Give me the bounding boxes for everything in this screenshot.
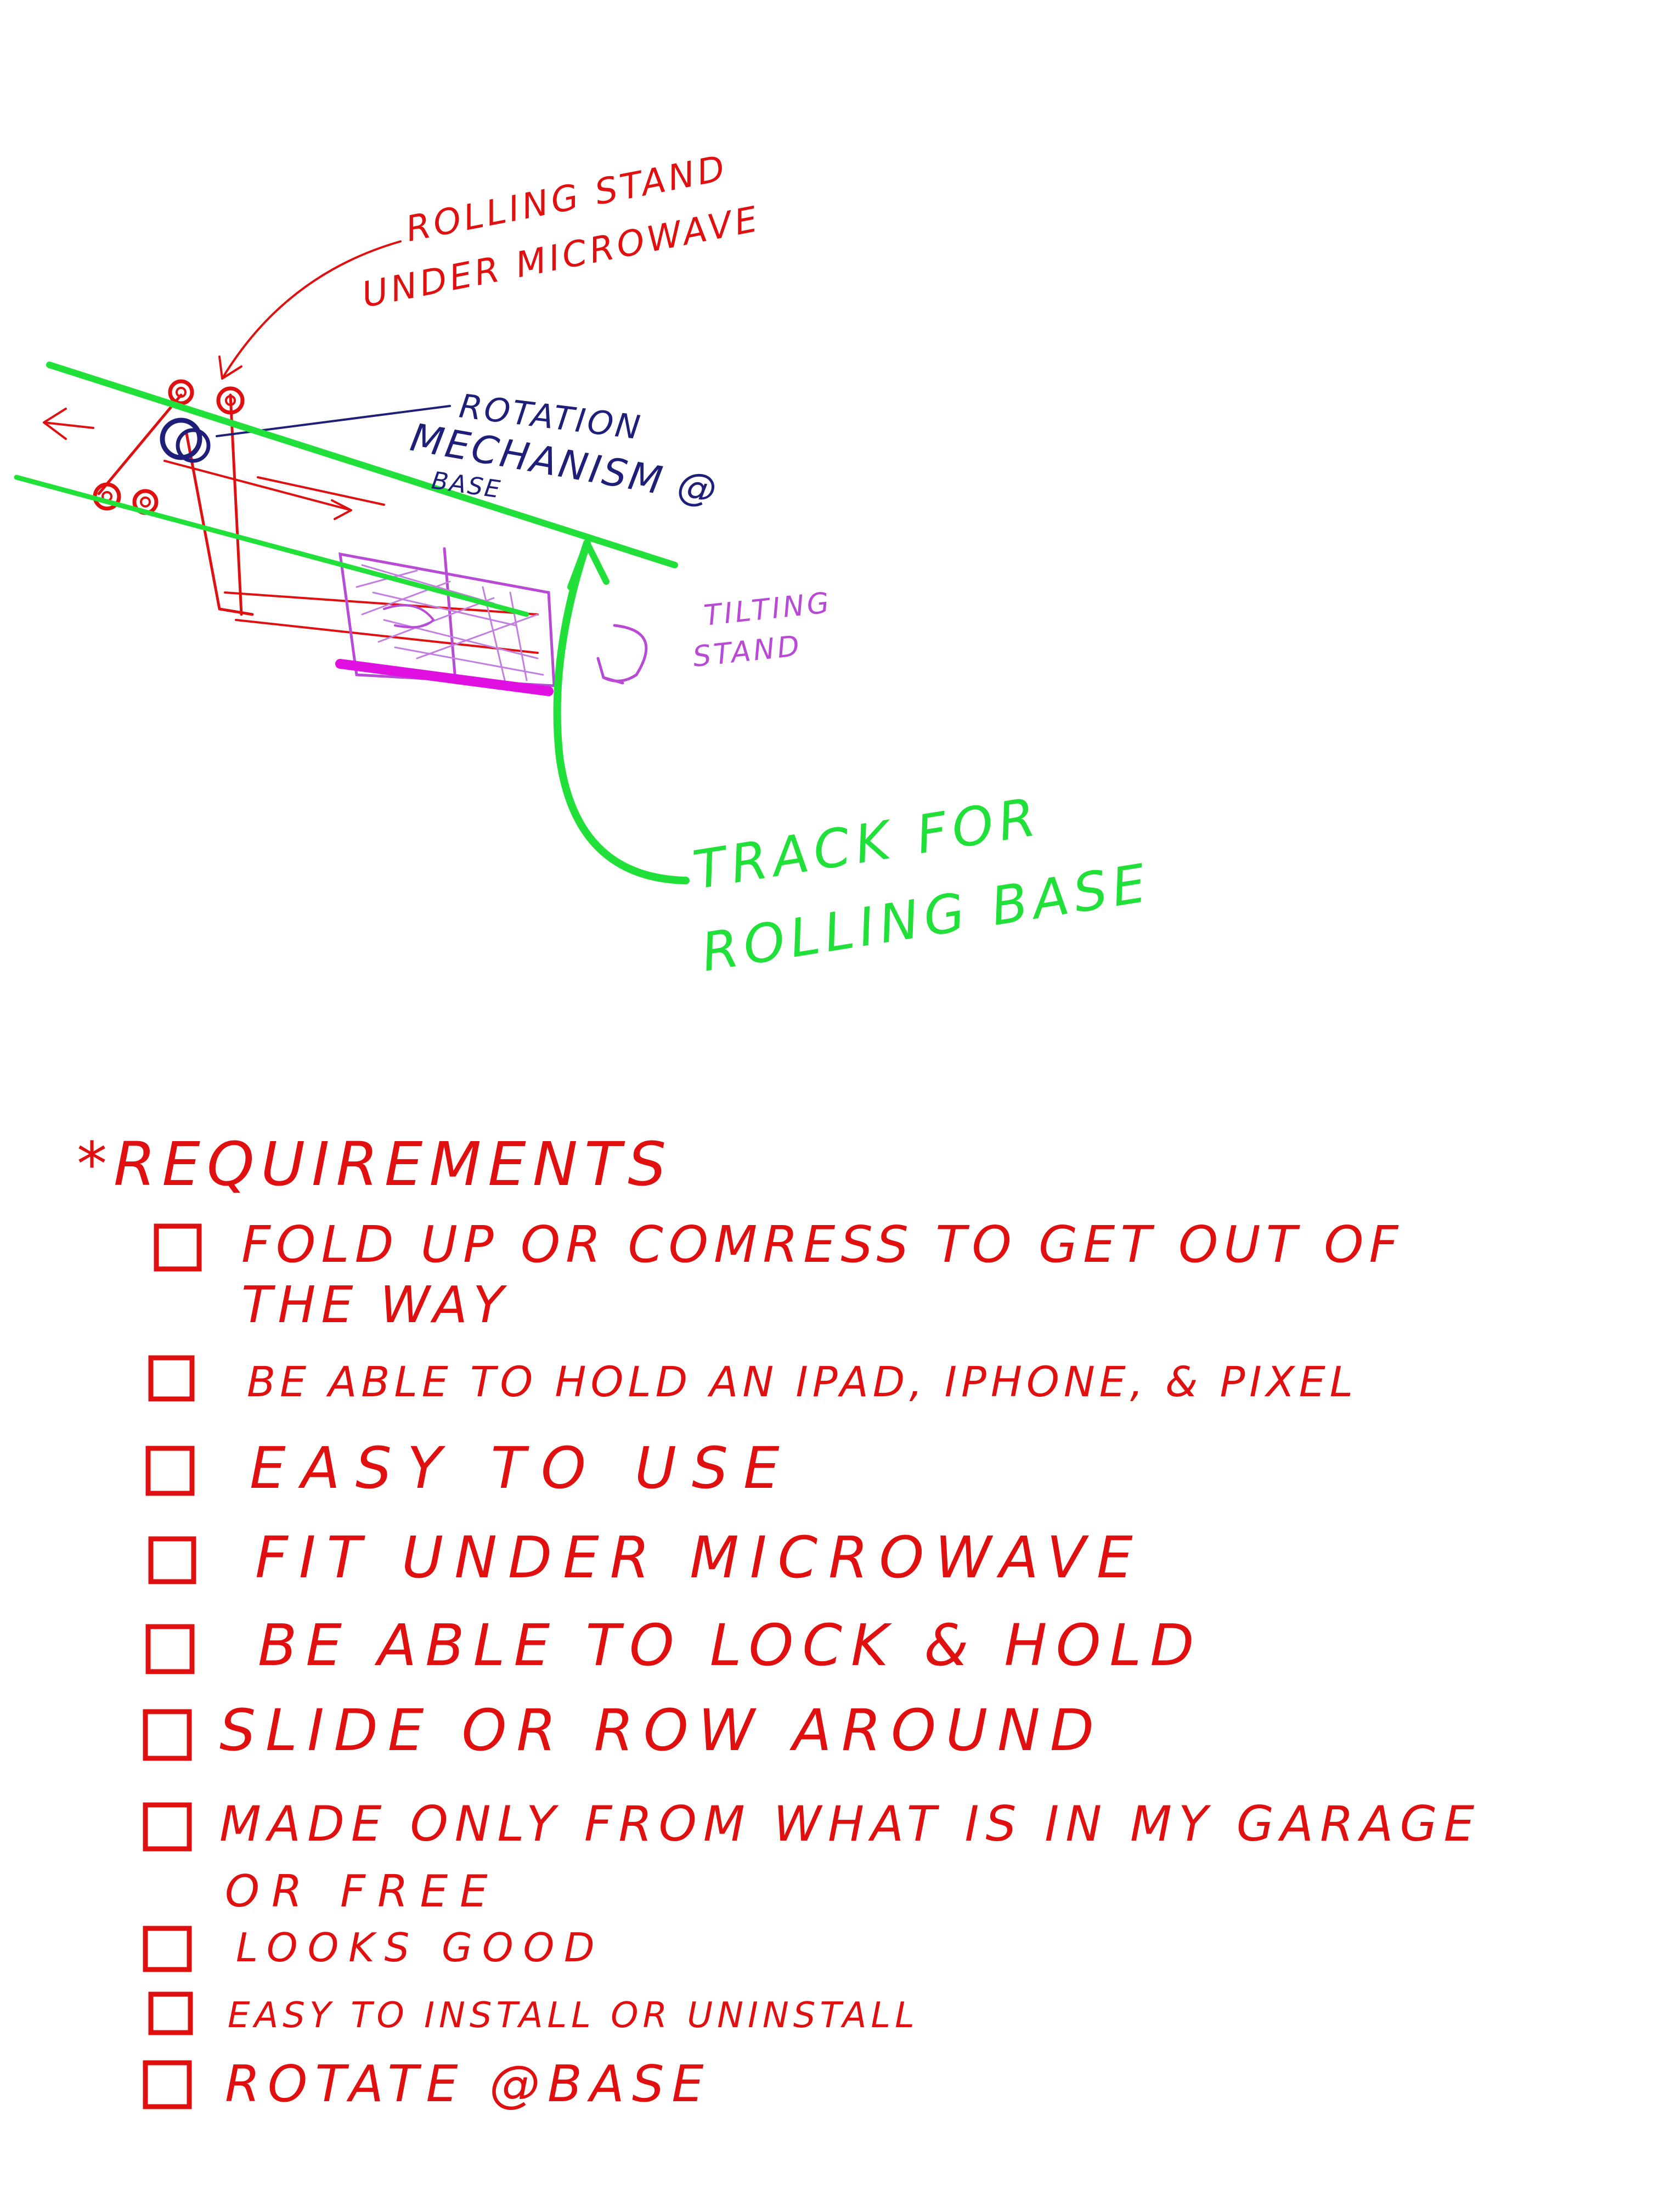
requirement-item: BE ABLE TO LOCK & HOLD bbox=[145, 1612, 1203, 1679]
stand-frame-drawing bbox=[43, 379, 539, 654]
requirement-item: SLIDE OR ROW AROUND bbox=[143, 1697, 1104, 1764]
requirements-list: *REQUIREMENTS FOLD UP OR COMRESS TO GET … bbox=[77, 1129, 1481, 2113]
requirement-text: FOLD UP OR COMRESS TO GET OUT OF bbox=[241, 1215, 1403, 1274]
rotation-mechanism-label: ROTATION MECHANISM @ BASE bbox=[407, 387, 722, 513]
checkbox-icon[interactable] bbox=[154, 1223, 202, 1272]
checkbox-icon[interactable] bbox=[143, 2060, 192, 2109]
requirement-text-continued: THE WAY bbox=[241, 1276, 509, 1334]
requirement-item: ROTATE @BASE bbox=[143, 2055, 711, 2113]
svg-text:TILTING: TILTING bbox=[702, 586, 833, 633]
requirement-text-continued: OR FREE bbox=[225, 1866, 500, 1917]
requirement-text: SLIDE OR ROW AROUND bbox=[219, 1697, 1104, 1764]
requirement-text: EASY TO USE bbox=[250, 1435, 795, 1502]
checkbox-icon[interactable] bbox=[143, 1802, 192, 1852]
requirement-item: FIT UNDER MICROWAVE bbox=[148, 1524, 1144, 1591]
checkbox-icon[interactable] bbox=[145, 1624, 195, 1674]
requirement-text: BE ABLE TO HOLD AN IPAD, IPHONE, & PIXEL bbox=[247, 1357, 1357, 1406]
svg-text:STAND: STAND bbox=[691, 629, 804, 674]
tilting-stand-drawing bbox=[335, 547, 648, 696]
requirement-text: FIT UNDER MICROWAVE bbox=[255, 1524, 1144, 1591]
checkbox-icon[interactable] bbox=[148, 1991, 193, 2035]
checkbox-icon[interactable] bbox=[143, 1926, 192, 1972]
requirement-item: MADE ONLY FROM WHAT IS IN MY GARAGE OR F… bbox=[143, 1796, 1481, 1917]
requirement-text: ROTATE @BASE bbox=[225, 2055, 711, 2113]
requirements-heading: *REQUIREMENTS bbox=[77, 1129, 673, 1199]
requirement-text: EASY TO INSTALL OR UNINSTALL bbox=[228, 1995, 919, 2036]
checkbox-icon[interactable] bbox=[145, 1446, 195, 1496]
requirement-item: LOOKS GOOD bbox=[143, 1925, 605, 1972]
requirement-item: EASY TO INSTALL OR UNINSTALL bbox=[148, 1991, 919, 2036]
rolling-stand-label: ROLLING STAND UNDER MICROWAVE bbox=[359, 148, 764, 315]
requirement-text: LOOKS GOOD bbox=[236, 1925, 605, 1971]
tilting-stand-label: TILTING STAND bbox=[691, 586, 833, 674]
track-drawing bbox=[14, 362, 690, 884]
tilting-label-line2: STAND bbox=[691, 629, 804, 674]
rolling-stand-arrow bbox=[218, 240, 402, 380]
tilting-label-line1: TILTING bbox=[702, 586, 833, 633]
requirement-text: BE ABLE TO LOCK & HOLD bbox=[258, 1612, 1203, 1679]
checkbox-icon[interactable] bbox=[148, 1536, 196, 1584]
requirement-item: BE ABLE TO HOLD AN IPAD, IPHONE, & PIXEL bbox=[148, 1355, 1357, 1406]
track-label: TRACK FOR ROLLING BASE bbox=[689, 786, 1155, 984]
requirement-text: MADE ONLY FROM WHAT IS IN MY GARAGE bbox=[219, 1796, 1481, 1852]
checkbox-icon[interactable] bbox=[143, 1709, 192, 1761]
requirement-item: FOLD UP OR COMRESS TO GET OUT OF THE WAY bbox=[154, 1215, 1403, 1334]
checkbox-icon[interactable] bbox=[148, 1355, 195, 1402]
requirement-item: EASY TO USE bbox=[145, 1435, 795, 1502]
